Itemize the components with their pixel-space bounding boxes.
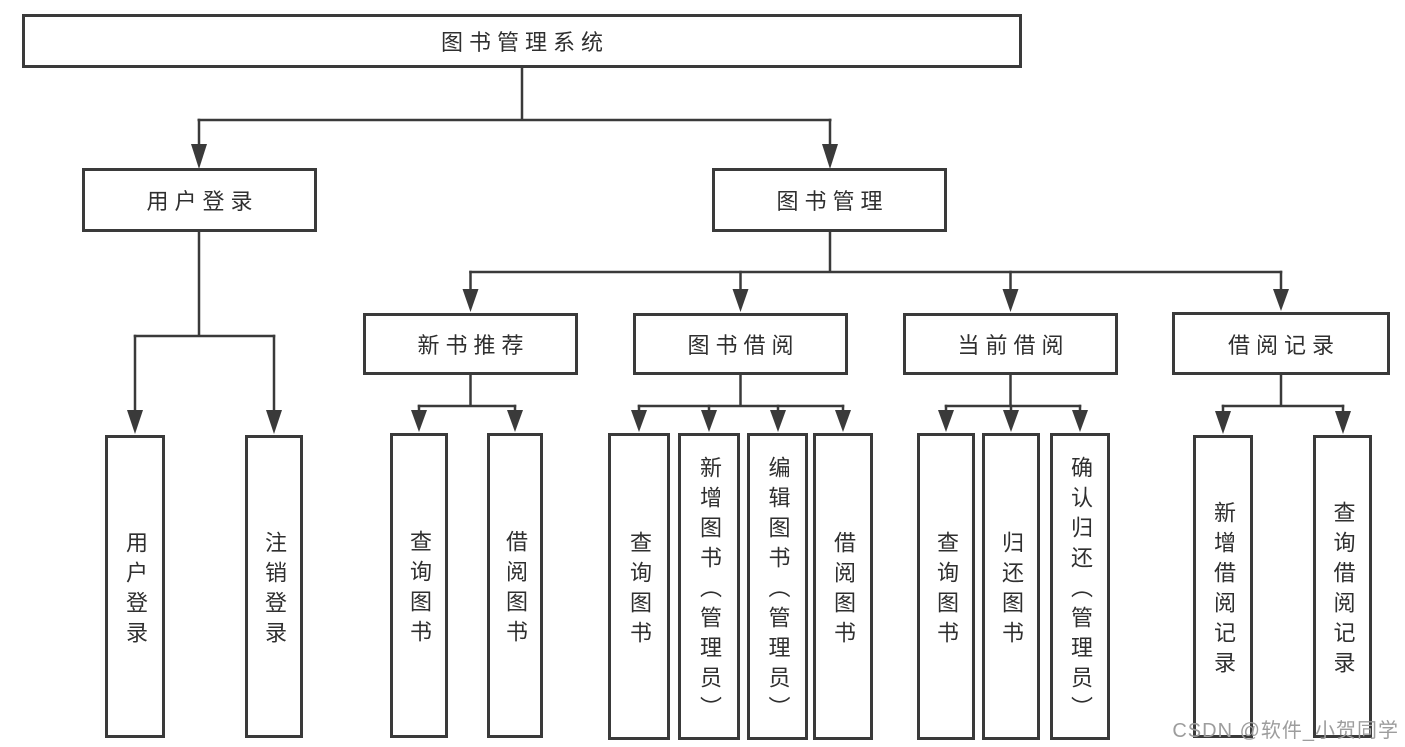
node-label: 借阅图书 [503,529,528,650]
node-label: 新增借阅记录 [1211,500,1236,681]
node-user-login: 用户登录 [82,168,317,232]
leaf-user-login: 用户登录 [105,435,165,738]
node-label: 新书推荐 [417,333,530,358]
branch-current-borrow: 当前借阅 [903,313,1118,375]
leaf-nb-borrow-books: 借阅图书 [487,433,543,738]
node-label: 当前借阅 [957,333,1070,358]
leaf-br-query-record: 查询借阅记录 [1313,435,1372,738]
leaf-bb-borrow-books: 借阅图书 [813,433,873,740]
leaf-br-add-record: 新增借阅记录 [1193,435,1253,738]
node-book-management: 图书管理 [712,168,947,232]
node-label: 注销登录 [262,530,287,651]
node-label: 借阅图书 [831,530,856,651]
branch-borrow-records: 借阅记录 [1172,312,1390,375]
leaf-logout: 注销登录 [245,435,303,738]
node-label: 确认归还（管理员） [1068,455,1093,726]
node-label: 查询图书 [407,529,432,650]
node-label: 用户登录 [123,530,148,651]
arrowheads [127,144,1351,434]
leaf-cb-confirm-return: 确认归还（管理员） [1050,433,1110,740]
node-label: 查询借阅记录 [1330,500,1356,681]
node-label: 借阅记录 [1227,332,1340,358]
leaf-nb-query-books: 查询图书 [390,433,448,738]
node-label: 新增图书（管理员） [697,455,722,726]
leaf-bb-edit-books: 编辑图书（管理员） [747,433,808,740]
node-system-root: 图书管理系统 [22,14,1022,68]
leaf-cb-return-books: 归还图书 [982,433,1040,740]
branch-new-books: 新书推荐 [363,313,578,375]
leaf-bb-query-books: 查询图书 [608,433,670,740]
branch-book-borrow: 图书借阅 [633,313,848,375]
node-label: 编辑图书（管理员） [765,455,791,726]
leaf-cb-query-books: 查询图书 [917,433,975,740]
node-label: 图书借阅 [687,333,800,358]
node-label: 用户登录 [146,189,259,214]
node-label: 查询图书 [934,530,959,651]
node-label: 图书管理系统 [440,30,609,55]
watermark: CSDN @软件_小贺同学 [1172,720,1399,742]
node-label: 归还图书 [999,530,1024,651]
node-label: 查询图书 [627,530,652,651]
leaf-bb-add-books: 新增图书（管理员） [678,433,740,740]
node-label: 图书管理 [776,189,889,214]
